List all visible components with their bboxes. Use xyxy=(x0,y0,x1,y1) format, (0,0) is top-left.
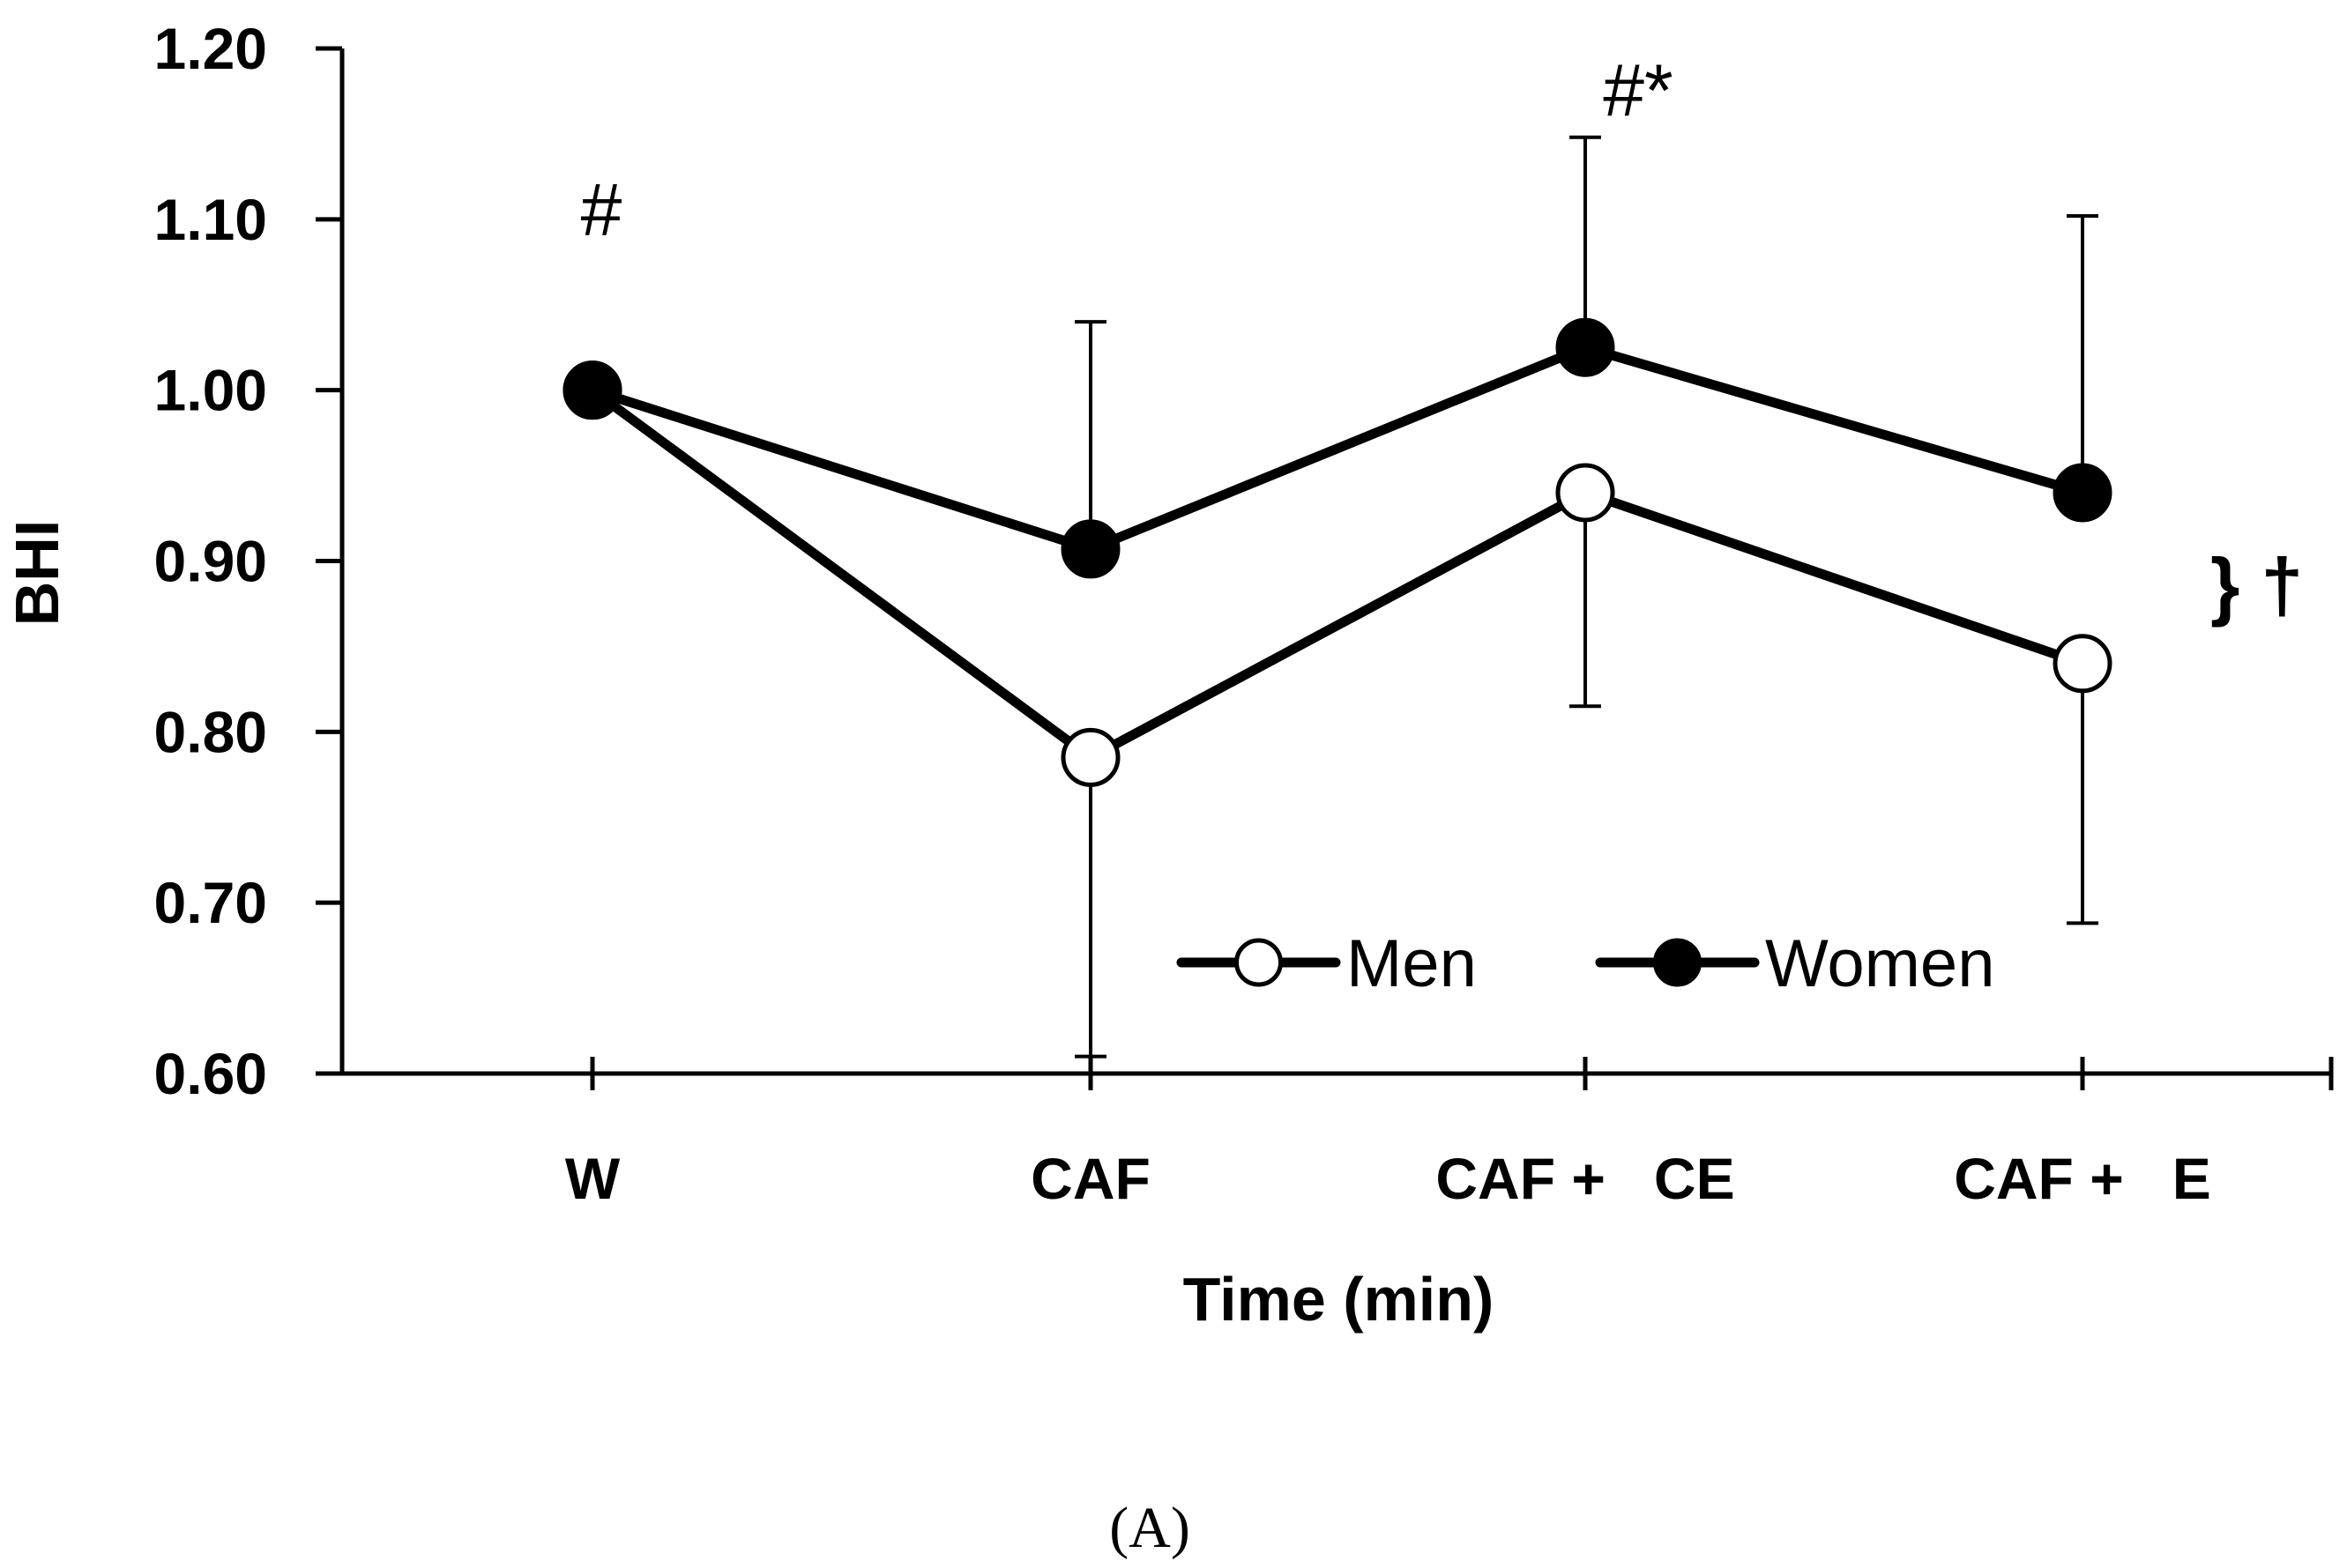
annotation-mark: } † xyxy=(2210,544,2303,628)
x-tick-label: CAF + CE xyxy=(1435,1146,1734,1211)
x-axis-title: Time (min) xyxy=(1183,1265,1494,1334)
y-axis-title: BHI xyxy=(3,520,71,627)
y-tick-label: 1.00 xyxy=(154,358,267,423)
y-tick-label: 0.80 xyxy=(154,699,267,764)
data-point-women xyxy=(563,360,622,420)
error-bars xyxy=(1075,135,2098,1059)
legend: Men Women xyxy=(1176,926,1994,1001)
annotations: # #* } † xyxy=(581,48,2304,628)
legend-marker xyxy=(1653,938,1702,987)
x-tick-label: CAF xyxy=(1031,1146,1151,1211)
y-tick-label: 1.10 xyxy=(154,187,267,252)
series-line-women xyxy=(591,342,2084,554)
x-tick-label: W xyxy=(565,1146,621,1211)
x-tick-label: CAF + E xyxy=(1954,1146,2211,1211)
series-line-men xyxy=(589,386,2084,762)
y-tick-label: 0.70 xyxy=(154,870,267,935)
data-point-men xyxy=(1061,727,1121,787)
y-tick-label: 0.60 xyxy=(154,1041,267,1106)
y-tick-label: 0.90 xyxy=(154,529,267,594)
series-lines xyxy=(589,342,2084,762)
data-point-women xyxy=(2053,463,2112,523)
legend-marker xyxy=(1234,938,1283,987)
panel-label: (A) xyxy=(1109,1496,1190,1560)
series-markers xyxy=(563,317,2112,787)
annotation-mark: #* xyxy=(1603,48,1673,131)
data-point-women xyxy=(1555,317,1615,377)
tick-labels: 0.60 0.70 0.80 0.90 1.00 1.10 1.20W CAF CAF + CE… xyxy=(154,16,2211,1211)
data-point-women xyxy=(1061,519,1121,579)
axes xyxy=(316,46,2334,1090)
annotation-mark: # xyxy=(581,168,622,251)
data-point-men xyxy=(2053,634,2112,694)
legend-label: Men xyxy=(1346,926,1477,1001)
legend-label: Women xyxy=(1765,926,1994,1001)
data-point-men xyxy=(1555,463,1615,523)
y-tick-label: 1.20 xyxy=(154,16,267,81)
